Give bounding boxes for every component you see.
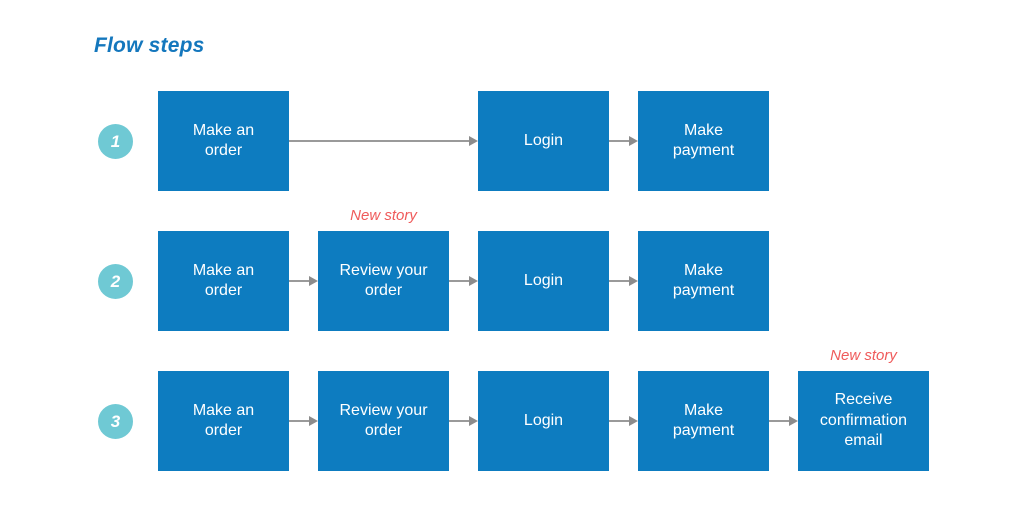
connector-arrow <box>769 414 798 428</box>
flow-node-login[interactable]: Login <box>478 371 609 471</box>
flow-node-make-payment[interactable]: Make payment <box>638 231 769 331</box>
flow-node-receive-confirmation-email[interactable]: Receive confirmation email <box>798 371 929 471</box>
step-number-badge-3: 3 <box>98 404 133 439</box>
arrow-head-icon <box>309 276 318 286</box>
page-title: Flow steps <box>94 34 205 57</box>
arrow-shaft <box>289 280 309 282</box>
connector-arrow <box>289 134 478 148</box>
connector-arrow <box>609 274 638 288</box>
arrow-shaft <box>769 420 789 422</box>
arrow-head-icon <box>629 416 638 426</box>
step-number-badge-1: 1 <box>98 124 133 159</box>
connector-arrow <box>289 274 318 288</box>
connector-arrow <box>449 414 478 428</box>
flow-node-make-payment[interactable]: Make payment <box>638 371 769 471</box>
new-story-annotation: New story <box>830 347 897 364</box>
flow-row-3: 3 New story Make an order Review your or… <box>0 347 1024 471</box>
arrow-shaft <box>609 140 629 142</box>
flow-node-review-your-order[interactable]: Review your order <box>318 371 449 471</box>
arrow-head-icon <box>469 416 478 426</box>
arrow-head-icon <box>789 416 798 426</box>
arrow-head-icon <box>309 416 318 426</box>
flow-node-login[interactable]: Login <box>478 91 609 191</box>
flow-node-review-your-order[interactable]: Review your order <box>318 231 449 331</box>
arrow-shaft <box>449 420 469 422</box>
arrow-head-icon <box>469 136 478 146</box>
step-number-badge-2: 2 <box>98 264 133 299</box>
connector-arrow <box>609 134 638 148</box>
connector-arrow <box>449 274 478 288</box>
arrow-head-icon <box>629 276 638 286</box>
flow-row-2: 2 New story Make an order Review your or… <box>0 207 1024 331</box>
flow-node-make-an-order[interactable]: Make an order <box>158 231 289 331</box>
flow-node-make-an-order[interactable]: Make an order <box>158 91 289 191</box>
arrow-shaft <box>609 280 629 282</box>
connector-arrow <box>289 414 318 428</box>
arrow-shaft <box>289 420 309 422</box>
flow-node-make-an-order[interactable]: Make an order <box>158 371 289 471</box>
flow-node-login[interactable]: Login <box>478 231 609 331</box>
arrow-head-icon <box>629 136 638 146</box>
new-story-annotation: New story <box>350 207 417 224</box>
arrow-shaft <box>289 140 469 142</box>
flow-node-make-payment[interactable]: Make payment <box>638 91 769 191</box>
connector-arrow <box>609 414 638 428</box>
arrow-shaft <box>449 280 469 282</box>
flow-row-1: 1 Make an order Login Make payment <box>0 91 1024 191</box>
arrow-shaft <box>609 420 629 422</box>
arrow-head-icon <box>469 276 478 286</box>
